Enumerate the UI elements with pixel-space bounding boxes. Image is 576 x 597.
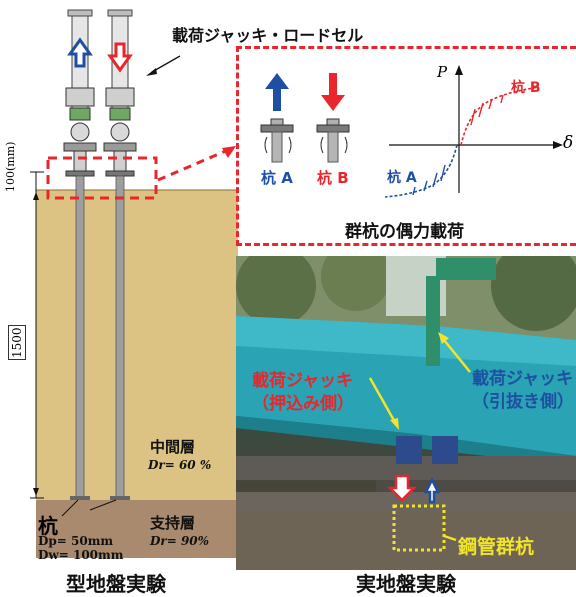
pile-width: Dw= 100mm [38,548,124,562]
pile-left [63,9,97,500]
dimension-top-label: 100(mm) [4,141,17,192]
push-jack-label: 載荷ジャッキ （押込み側） [252,370,354,416]
curve-b-label: 杭 B [511,80,541,96]
pull-jack-label: 載荷ジャッキ （引抜き側） [472,368,574,414]
middle-layer-label: 中間層 [150,438,196,456]
load-displacement-graph [384,65,563,198]
model-ground-panel: 100(mm) 1500 中間層 Dr= 60 % 杭 支持層 Dp= 50mm… [0,0,240,596]
push-arrow-icon [386,474,418,502]
zoom-connector [157,146,236,182]
push-jack-side: （押込み側） [252,394,354,414]
photo-annotations [368,332,471,552]
pile-diameter: Dp= 50mm [38,534,114,548]
photo-scene [236,256,576,570]
couple-loading-inset: 杭 A 杭 B P δ 杭 B 杭 A 群杭の偶力載荷 [236,46,576,246]
field-experiment-caption: 実地盤実験 [356,572,456,596]
pile-head-highlight [46,156,158,200]
pull-arrow-icon [423,477,441,504]
pile-a-label: 杭 A [261,169,293,187]
pile-b-figure [316,73,350,163]
middle-layer-density: Dr= 60 % [148,458,212,472]
curve-a-label: 杭 A [387,170,417,186]
inset-drawing [260,65,563,198]
model-ground-caption: 型地盤実験 [66,572,166,596]
couple-loading-caption: 群杭の偶力載荷 [345,222,464,242]
down-arrow-icon [107,42,133,73]
pull-jack-title: 載荷ジャッキ [472,369,574,389]
support-layer-soil [36,500,238,558]
push-jack-title: 載荷ジャッキ [252,371,354,391]
support-layer-label: 支持層 [150,514,196,532]
axis-delta-label: δ [563,133,574,153]
axis-p-label: P [437,63,448,81]
pipe-group-label: 鋼管群杭 [458,536,535,558]
jack-loadcell-label: 載荷ジャッキ・ロードセル [172,26,364,45]
pile-label: 杭 [38,514,58,538]
pull-jack-side: （引抜き側） [472,392,574,412]
model-ground-drawing [30,9,238,558]
middle-layer-soil [36,190,238,500]
pile-b-label: 杭 B [317,169,349,187]
pile-a-figure [260,73,294,163]
dimension-main-label: 1500 [8,325,26,360]
support-layer-density: Dr= 90% [150,534,210,548]
field-photo: 載荷ジャッキ （押込み側） 載荷ジャッキ （引抜き側） 鋼管群杭 [236,256,576,570]
pipe-group-highlight [392,504,446,552]
up-arrow-icon [67,37,93,68]
